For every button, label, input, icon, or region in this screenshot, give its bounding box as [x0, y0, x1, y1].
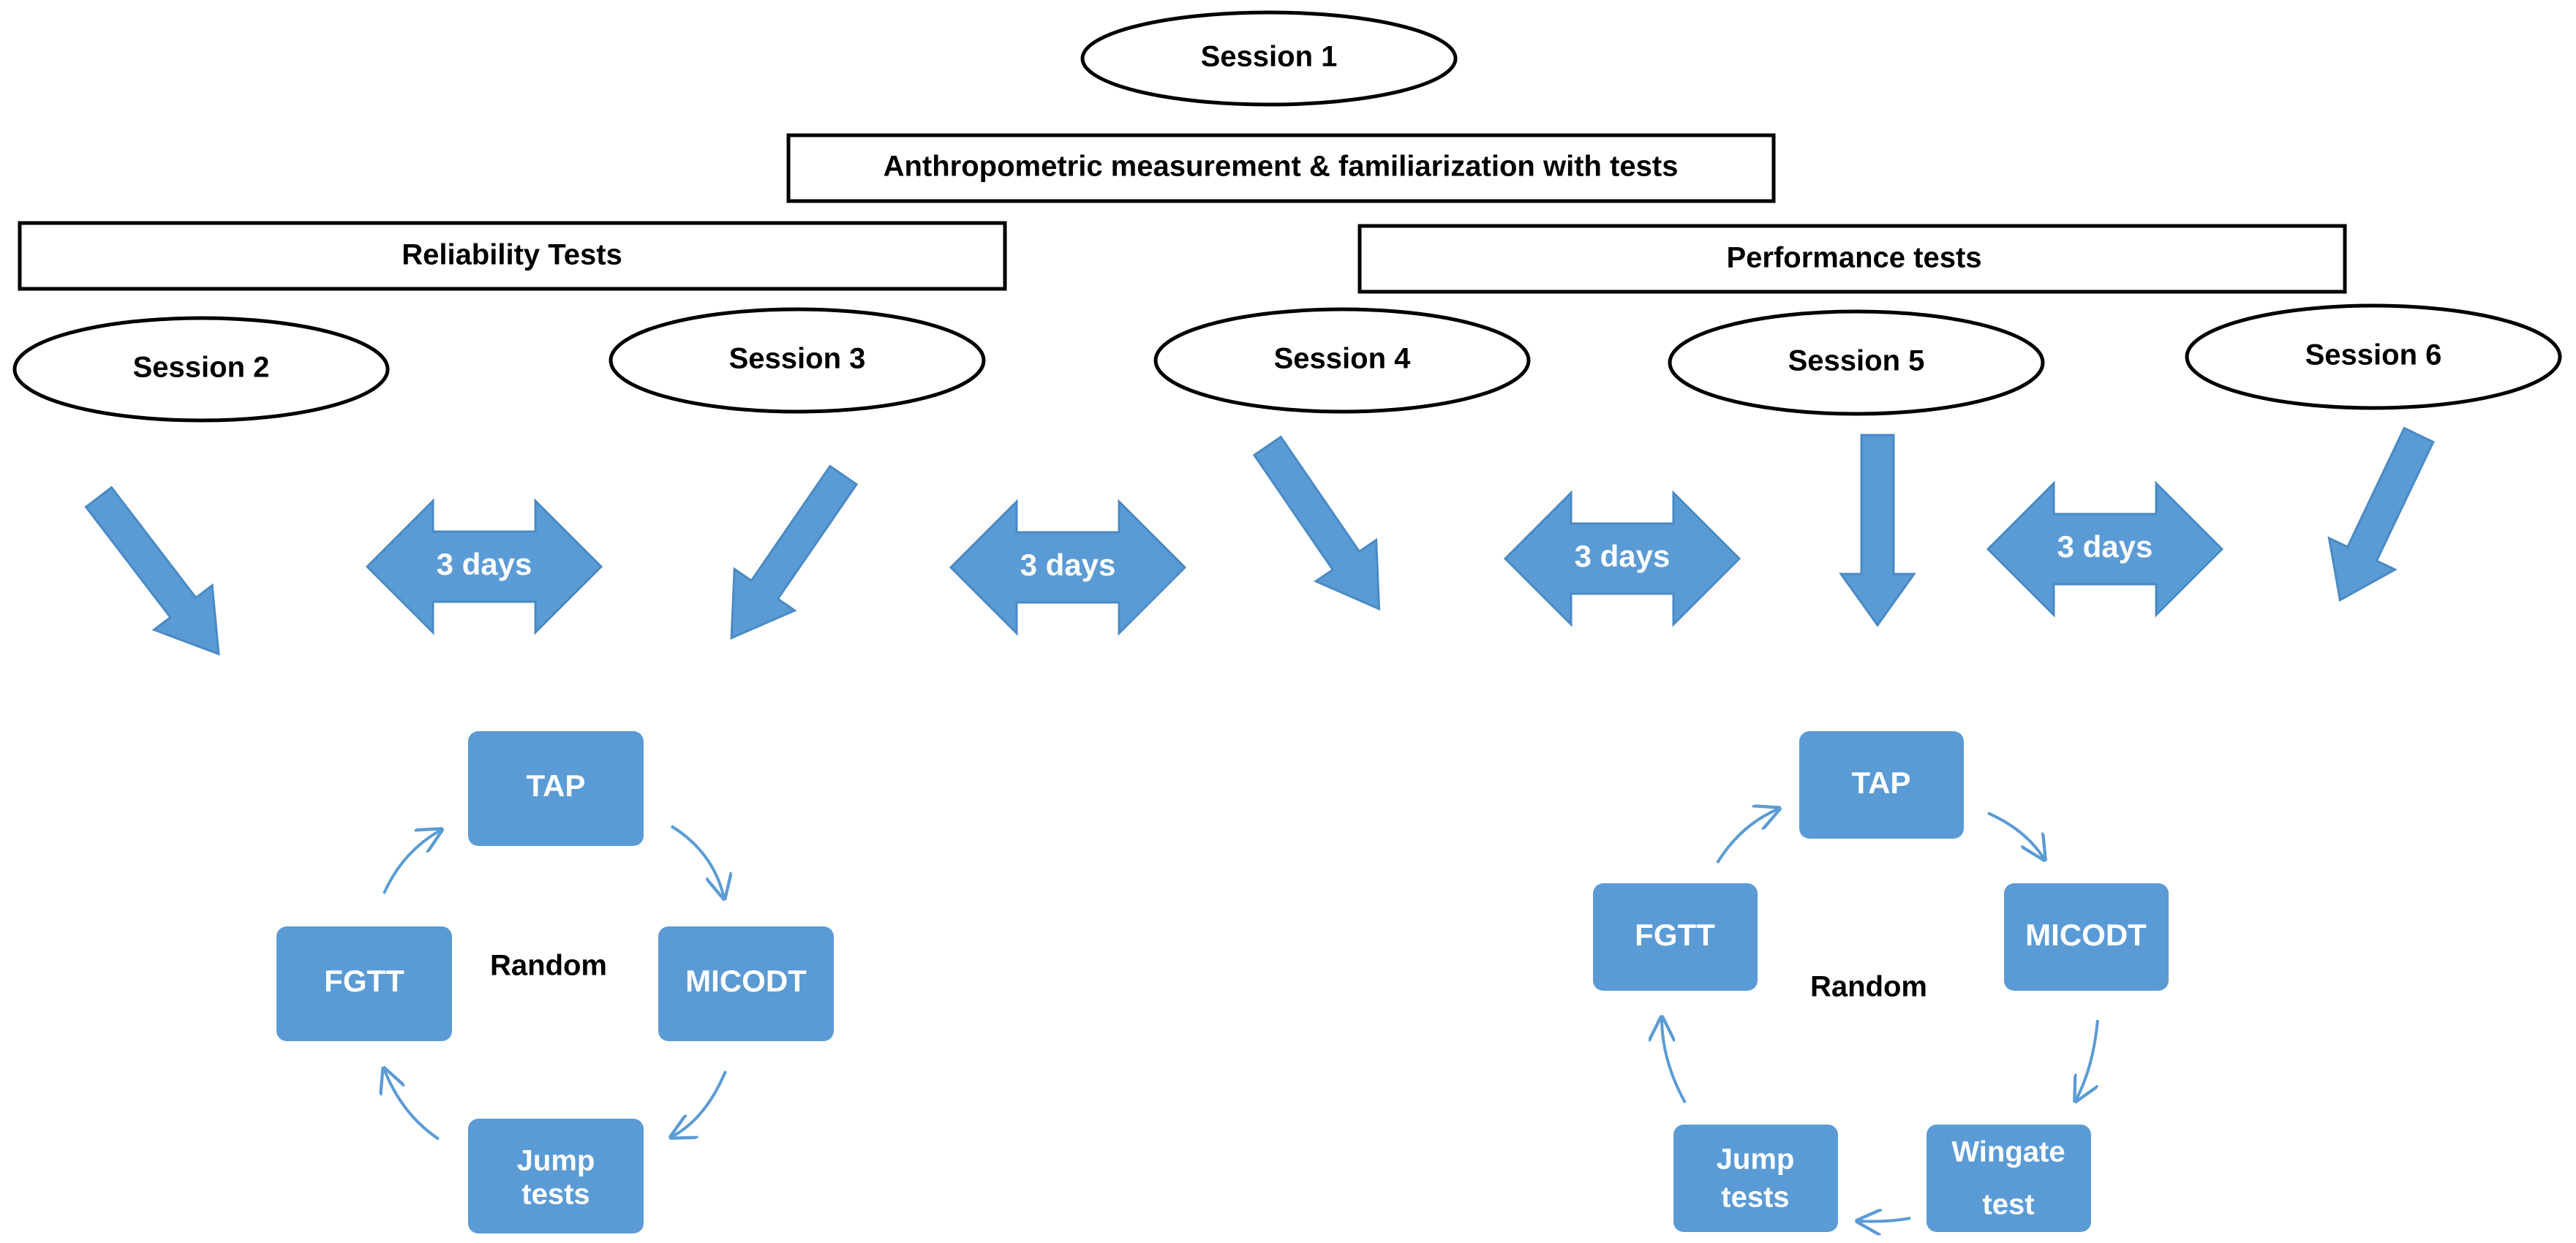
arrow-session-2-down — [84, 486, 220, 656]
right-cycle-center-label: Random — [1810, 971, 1927, 1003]
right-cycle-box-fgtt: FGTT — [1593, 883, 1758, 991]
right-box-jump-line-1: Jump — [1717, 1144, 1795, 1176]
right-cycle: TAP MICODT Wingate test Jump tests FGTT … — [1593, 731, 2169, 1232]
right-cycle-box-micodt: MICODT — [2004, 883, 2169, 991]
session-5-label: Session 5 — [1788, 345, 1925, 377]
session-6-node: Session 6 — [2185, 303, 2562, 410]
arrow-session-6-down — [2327, 426, 2435, 602]
session-3-label: Session 3 — [729, 343, 866, 375]
left-cycle-center-label: Random — [490, 950, 607, 982]
session-2-label: Session 2 — [133, 352, 270, 384]
right-cycle-arrow-1 — [1987, 812, 2044, 859]
left-cycle-arrow-2 — [671, 1070, 727, 1137]
interval-arrow-2: 3 days — [949, 499, 1187, 636]
right-box-wingate-line-2: test — [1982, 1189, 2034, 1221]
anthropometric-box: Anthropometric measurement & familiariza… — [786, 133, 1776, 203]
session-6-label: Session 6 — [2305, 339, 2442, 371]
interval-arrow-4: 3 days — [1986, 480, 2224, 618]
reliability-tests-label: Reliability Tests — [402, 239, 622, 271]
left-cycle-arrow-4 — [383, 830, 441, 894]
interval-label-3: 3 days — [1575, 539, 1671, 573]
arrow-session-3-down — [730, 464, 859, 640]
session-5-node: Session 5 — [1668, 309, 2045, 416]
left-cycle-box-micodt: MICODT — [658, 926, 834, 1041]
right-cycle-box-jump-tests: Jump tests — [1673, 1125, 1838, 1232]
left-box-jump-line-2: tests — [521, 1179, 590, 1211]
right-cycle-arrow-4 — [1662, 1018, 1687, 1103]
right-box-fgtt-label: FGTT — [1635, 918, 1715, 952]
session-3-node: Session 3 — [609, 307, 986, 414]
right-box-micodt-label: MICODT — [2025, 918, 2147, 952]
left-cycle-arrow-1 — [670, 825, 724, 898]
left-cycle: TAP MICODT Jump tests FGTT Random — [276, 731, 834, 1233]
anthropometric-label: Anthropometric measurement & familiariza… — [884, 151, 1679, 183]
left-box-jump-line-1: Jump — [517, 1145, 595, 1177]
performance-tests-label: Performance tests — [1726, 242, 1981, 274]
arrow-session-4-down — [1252, 435, 1381, 611]
right-cycle-arrow-5 — [1716, 809, 1779, 864]
left-box-micodt-label: MICODT — [685, 964, 807, 998]
left-box-tap-label: TAP — [527, 768, 586, 803]
session-4-node: Session 4 — [1153, 307, 1531, 414]
right-box-wingate-line-1: Wingate — [1951, 1136, 2065, 1168]
interval-label-1: 3 days — [437, 547, 532, 581]
right-cycle-box-wingate-test: Wingate test — [1927, 1125, 2091, 1232]
right-cycle-arrow-2 — [2076, 1019, 2099, 1100]
session-1-node: Session 1 — [1080, 10, 1458, 107]
session-1-label: Session 1 — [1201, 41, 1338, 73]
interval-label-2: 3 days — [1020, 548, 1116, 582]
performance-tests-box: Performance tests — [1357, 224, 2347, 294]
interval-arrow-1: 3 days — [365, 498, 603, 635]
arrow-session-5-down — [1839, 434, 1916, 627]
reliability-tests-box: Reliability Tests — [18, 221, 1007, 291]
interval-arrow-3: 3 days — [1503, 490, 1741, 627]
session-4-label: Session 4 — [1274, 343, 1412, 375]
right-cycle-arrow-3 — [1858, 1218, 1911, 1222]
left-cycle-arrow-3 — [384, 1069, 440, 1141]
left-cycle-box-fgtt: FGTT — [276, 926, 452, 1041]
right-cycle-box-tap: TAP — [1799, 731, 1964, 839]
left-box-fgtt-label: FGTT — [324, 964, 404, 998]
right-box-tap-label: TAP — [1852, 766, 1911, 800]
right-box-jump-line-2: tests — [1721, 1182, 1789, 1214]
left-cycle-box-tap: TAP — [468, 731, 644, 846]
session-2-node: Session 2 — [12, 316, 390, 423]
left-cycle-box-jump-tests: Jump tests — [468, 1119, 644, 1233]
interval-label-4: 3 days — [2057, 529, 2153, 564]
